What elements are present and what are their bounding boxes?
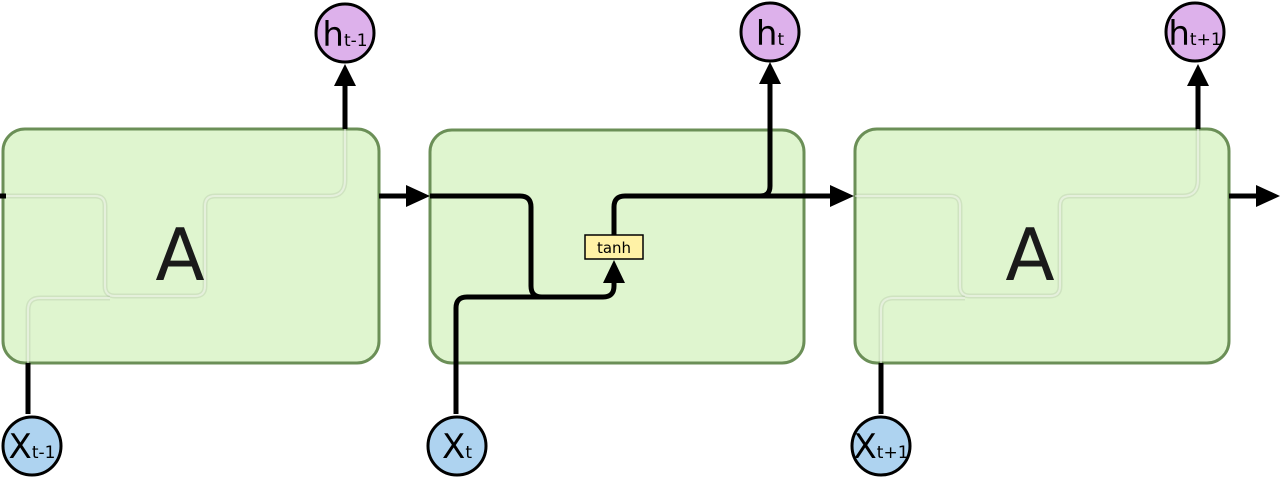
wire-input-into-tanh xyxy=(453,294,560,414)
cell-right: A xyxy=(853,127,1231,365)
wire-tanh-to-output xyxy=(611,82,773,235)
output-node-ht+1-label: ht+1 xyxy=(1168,14,1221,54)
arrow-left-to-middle xyxy=(406,185,430,207)
input-node-xt+1: Xt+1 xyxy=(850,415,912,477)
arrow-to-ht-1 xyxy=(334,64,356,86)
wire-hidden-into-tanh xyxy=(430,193,617,300)
tanh-box xyxy=(584,234,644,260)
arrow-right-to-next xyxy=(1256,185,1280,207)
output-node-ht-1-label: ht-1 xyxy=(322,15,367,55)
cell-left-label: A xyxy=(155,213,204,297)
cell-left: A xyxy=(0,127,381,365)
input-node-xt-1-label: Xt-1 xyxy=(9,427,56,467)
arrow-to-ht+1 xyxy=(1187,64,1209,86)
tanh-activation: tanh xyxy=(584,234,644,260)
output-node-ht: ht xyxy=(739,1,801,63)
arrow-to-ht xyxy=(759,62,781,84)
cell-left-box xyxy=(1,127,381,365)
input-node-xt-1: Xt-1 xyxy=(1,415,63,477)
output-node-ht+1: ht+1 xyxy=(1164,1,1226,63)
cell-right-label: A xyxy=(1005,213,1054,297)
input-node-xt-label: Xt xyxy=(442,427,472,467)
input-node-xt: Xt xyxy=(426,415,488,477)
output-node-ht-label: ht xyxy=(756,14,785,54)
arrow-into-tanh xyxy=(603,260,625,283)
cell-right-box xyxy=(853,127,1231,365)
input-node-xt+1-label: Xt+1 xyxy=(853,427,908,467)
output-node-ht-1: ht-1 xyxy=(314,2,376,64)
arrow-middle-to-right xyxy=(830,185,854,207)
tanh-label: tanh xyxy=(597,239,631,257)
